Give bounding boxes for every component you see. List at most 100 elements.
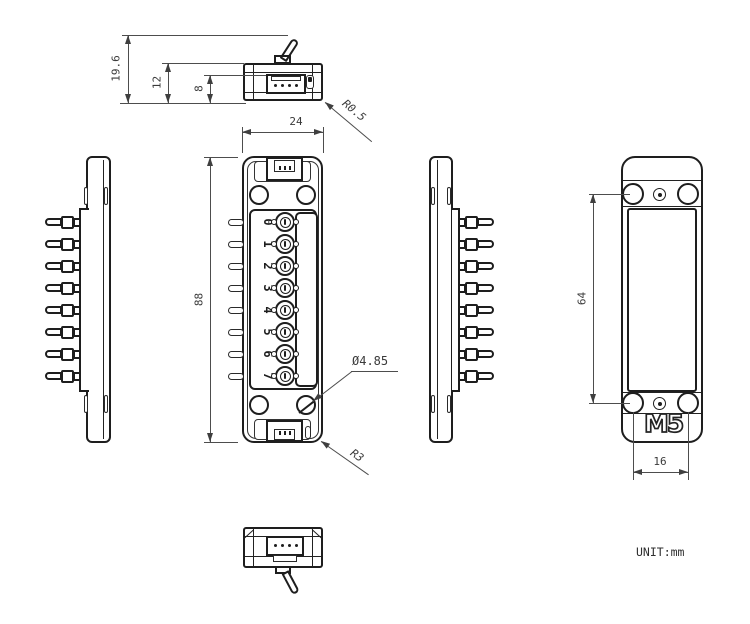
back-band-line: [623, 206, 701, 207]
left-pin-shaft: [45, 328, 62, 336]
right-view-panel-line: [437, 160, 438, 439]
pin-channel-dash: [228, 328, 244, 336]
right-view-slot: [431, 187, 435, 205]
connector-pin-dot: [295, 544, 298, 547]
terminal-nub-left: [271, 329, 277, 335]
left-pin-shaft: [45, 372, 62, 380]
dim-label-88: 88: [192, 292, 206, 307]
terminal-nub-left: [271, 307, 277, 313]
dim-label-r0-5: R0.5: [339, 97, 369, 124]
m5-logo: M5: [643, 408, 685, 439]
terminal-screw-slot: [284, 329, 286, 335]
latch-tick: [279, 166, 281, 170]
back-band-line: [623, 180, 701, 181]
front-screw-hole-top-right: [296, 185, 316, 205]
terminal-cover-plate: [295, 212, 318, 387]
left-pin-shaft: [45, 262, 62, 270]
left-view-flange: [79, 208, 89, 392]
right-view-slot: [447, 395, 451, 413]
back-band-line: [623, 392, 701, 393]
latch-tick: [284, 166, 286, 170]
left-view-slot: [84, 395, 88, 413]
left-pin-neck: [73, 283, 81, 293]
dim-label-12: 12: [150, 75, 164, 90]
back-hole-top-right: [677, 183, 699, 205]
dim-label-24: 24: [289, 115, 303, 128]
left-pin-neck: [73, 327, 81, 337]
left-pin-shaft: [45, 306, 62, 314]
terminal-nub-left: [271, 241, 277, 247]
right-view-slot: [447, 187, 451, 205]
right-pin-shaft: [477, 306, 494, 314]
connector-pin-dot: [281, 84, 284, 87]
dim-label-64: 64: [575, 291, 589, 306]
bottom-view-divider-right: [312, 528, 313, 567]
grove-connector-bottom-latch: [273, 555, 297, 562]
terminal-nub-right: [293, 219, 299, 225]
terminal-nub-right: [293, 241, 299, 247]
connector-pin-dot: [295, 84, 298, 87]
back-panel: [627, 208, 697, 392]
left-view-slot: [84, 187, 88, 205]
front-bottom-hole-slot: [305, 426, 311, 439]
pin-channel-dash: [228, 262, 244, 270]
left-pin-neck: [73, 239, 81, 249]
connector-pin-dot: [288, 84, 291, 87]
left-pin-shaft: [45, 218, 62, 226]
terminal-nub-right: [293, 307, 299, 313]
dim-label-8: 8: [192, 85, 206, 92]
left-pin-shaft: [45, 284, 62, 292]
dim-label-19-6: 19.6: [109, 55, 123, 82]
grove-connector-top-latch: [271, 76, 301, 81]
toggle-switch-lever-bottom: [281, 570, 300, 596]
left-view-panel-line: [103, 160, 104, 439]
terminal-nub-left: [271, 351, 277, 357]
left-pin-neck: [73, 371, 81, 381]
grove-connector-top: [266, 74, 306, 94]
latch-tick: [289, 166, 291, 170]
terminal-screw-slot: [284, 307, 286, 313]
top-view-button-slot: [306, 75, 314, 89]
connector-pin-dot: [274, 84, 277, 87]
front-screw-hole-top-left: [249, 185, 269, 205]
terminal-screw-slot: [284, 373, 286, 379]
right-pin-shaft: [477, 328, 494, 336]
left-pin-neck: [73, 261, 81, 271]
front-top-connector-latch: [274, 160, 295, 172]
terminal-screw-slot: [284, 241, 286, 247]
left-pin-neck: [73, 217, 81, 227]
right-pin-shaft: [477, 372, 494, 380]
pin-channel-dash: [228, 240, 244, 248]
front-bottom-connector-latch: [274, 429, 295, 440]
connector-pin-dot: [288, 544, 291, 547]
terminal-screw-slot: [284, 219, 286, 225]
dim-label-16: 16: [653, 455, 667, 468]
pin-channel-dash: [228, 218, 244, 226]
left-view-slot: [104, 395, 108, 413]
latch-tick: [284, 431, 286, 435]
left-pin-neck: [73, 305, 81, 315]
right-view-flange: [452, 208, 460, 392]
left-view-slot: [104, 187, 108, 205]
terminal-nub-right: [293, 351, 299, 357]
dim-label-hole-dia: Ø4.85: [352, 354, 389, 368]
right-pin-shaft: [477, 218, 494, 226]
pin-channel-dash: [228, 284, 244, 292]
latch-tick: [279, 431, 281, 435]
pin-channel-dash: [228, 306, 244, 314]
grove-connector-bottom: [266, 536, 304, 556]
terminal-nub-left: [271, 373, 277, 379]
terminal-nub-right: [293, 285, 299, 291]
right-pin-shaft: [477, 262, 494, 270]
terminal-nub-right: [293, 373, 299, 379]
right-pin-shaft: [477, 284, 494, 292]
terminal-screw-slot: [284, 285, 286, 291]
back-ring-bottom-center: [657, 401, 662, 406]
unit-note: UNIT:mm: [636, 545, 685, 559]
top-view-divider-left: [253, 64, 254, 100]
terminal-nub-left: [271, 285, 277, 291]
terminal-nub-right: [293, 263, 299, 269]
left-pin-shaft: [45, 350, 62, 358]
right-view-slot: [431, 395, 435, 413]
